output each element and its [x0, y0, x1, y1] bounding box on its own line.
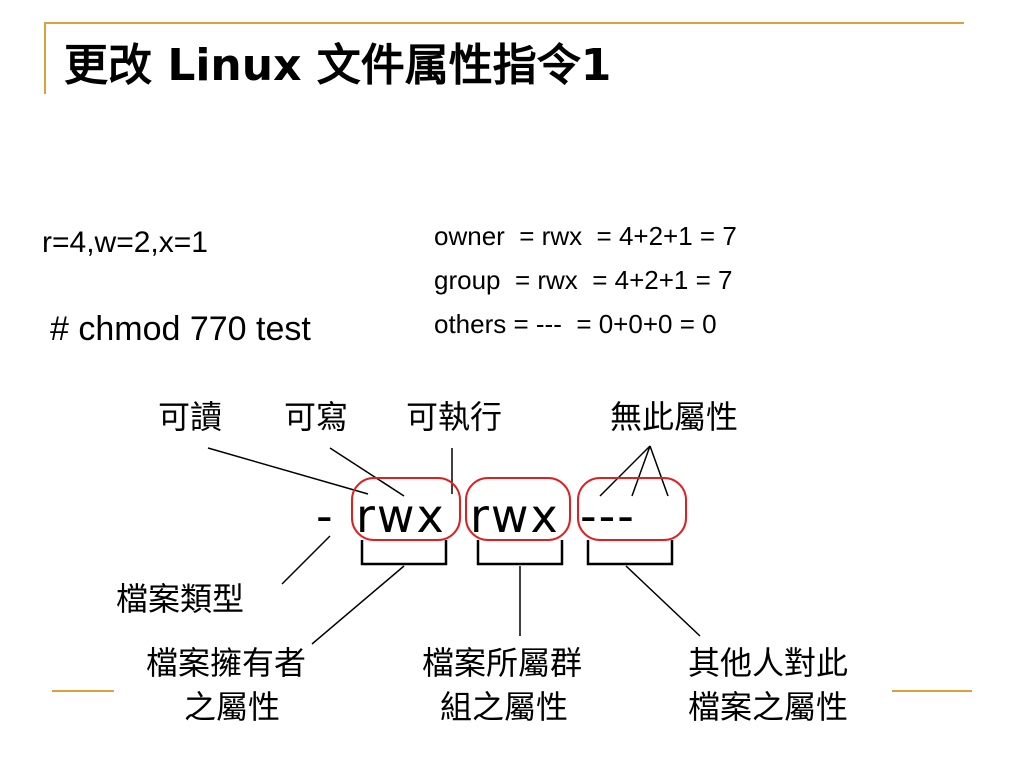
- permission-calculation: owner = rwx = 4+2+1 = 7 group = rwx = 4+…: [434, 214, 737, 346]
- owner-perm-chars: rwx: [356, 489, 446, 543]
- group-permission-line: group = rwx = 4+2+1 = 7: [434, 265, 733, 295]
- others-attr-label-line1: 其他人對此: [688, 644, 848, 682]
- group-bracket: [476, 540, 564, 566]
- no-attr-pointer-1: [599, 445, 651, 497]
- file-type-label: 檔案類型: [116, 580, 244, 618]
- group-attr-label-line1: 檔案所屬群: [422, 644, 582, 682]
- others-highlight: [577, 477, 687, 541]
- type-char: -: [316, 489, 333, 543]
- group-highlight: [465, 477, 571, 541]
- owner-permission-line: owner = rwx = 4+2+1 = 7: [434, 221, 737, 251]
- owner-attr-label-line1: 檔案擁有者: [146, 644, 306, 682]
- group-perm-chars: rwx: [470, 489, 560, 543]
- top-accent-line: [44, 22, 964, 24]
- rwx-values-text: r=4,w=2,x=1: [42, 226, 208, 259]
- owner-bracket: [360, 540, 448, 566]
- owner-attr-label-line2: 之屬性: [184, 688, 280, 726]
- owner-highlight: [351, 477, 461, 541]
- readable-label: 可讀: [158, 398, 222, 436]
- no-attr-pointer-3: [649, 445, 669, 497]
- bottom-right-accent-line: [892, 690, 972, 692]
- readable-pointer: [207, 447, 369, 495]
- left-accent-line: [44, 22, 46, 94]
- file-type-pointer: [281, 535, 331, 585]
- no-attribute-label: 無此屬性: [610, 398, 738, 436]
- chmod-command: # chmod 770 test: [50, 310, 311, 348]
- others-attr-label-line2: 檔案之屬性: [688, 688, 848, 726]
- owner-attr-pointer: [311, 565, 405, 645]
- others-permission-line: others = --- = 0+0+0 = 0: [434, 309, 717, 339]
- others-perm-chars: ---: [580, 489, 636, 543]
- bottom-left-accent-line: [52, 690, 114, 692]
- others-bracket: [586, 540, 674, 566]
- others-attr-pointer: [625, 565, 701, 637]
- no-attr-pointer-2: [631, 445, 651, 497]
- writable-pointer: [329, 447, 405, 497]
- group-attr-label-line2: 組之屬性: [440, 688, 568, 726]
- writable-label: 可寫: [284, 398, 348, 436]
- slide-title: 更改 Linux 文件属性指令1: [64, 40, 612, 91]
- executable-label: 可執行: [406, 398, 502, 436]
